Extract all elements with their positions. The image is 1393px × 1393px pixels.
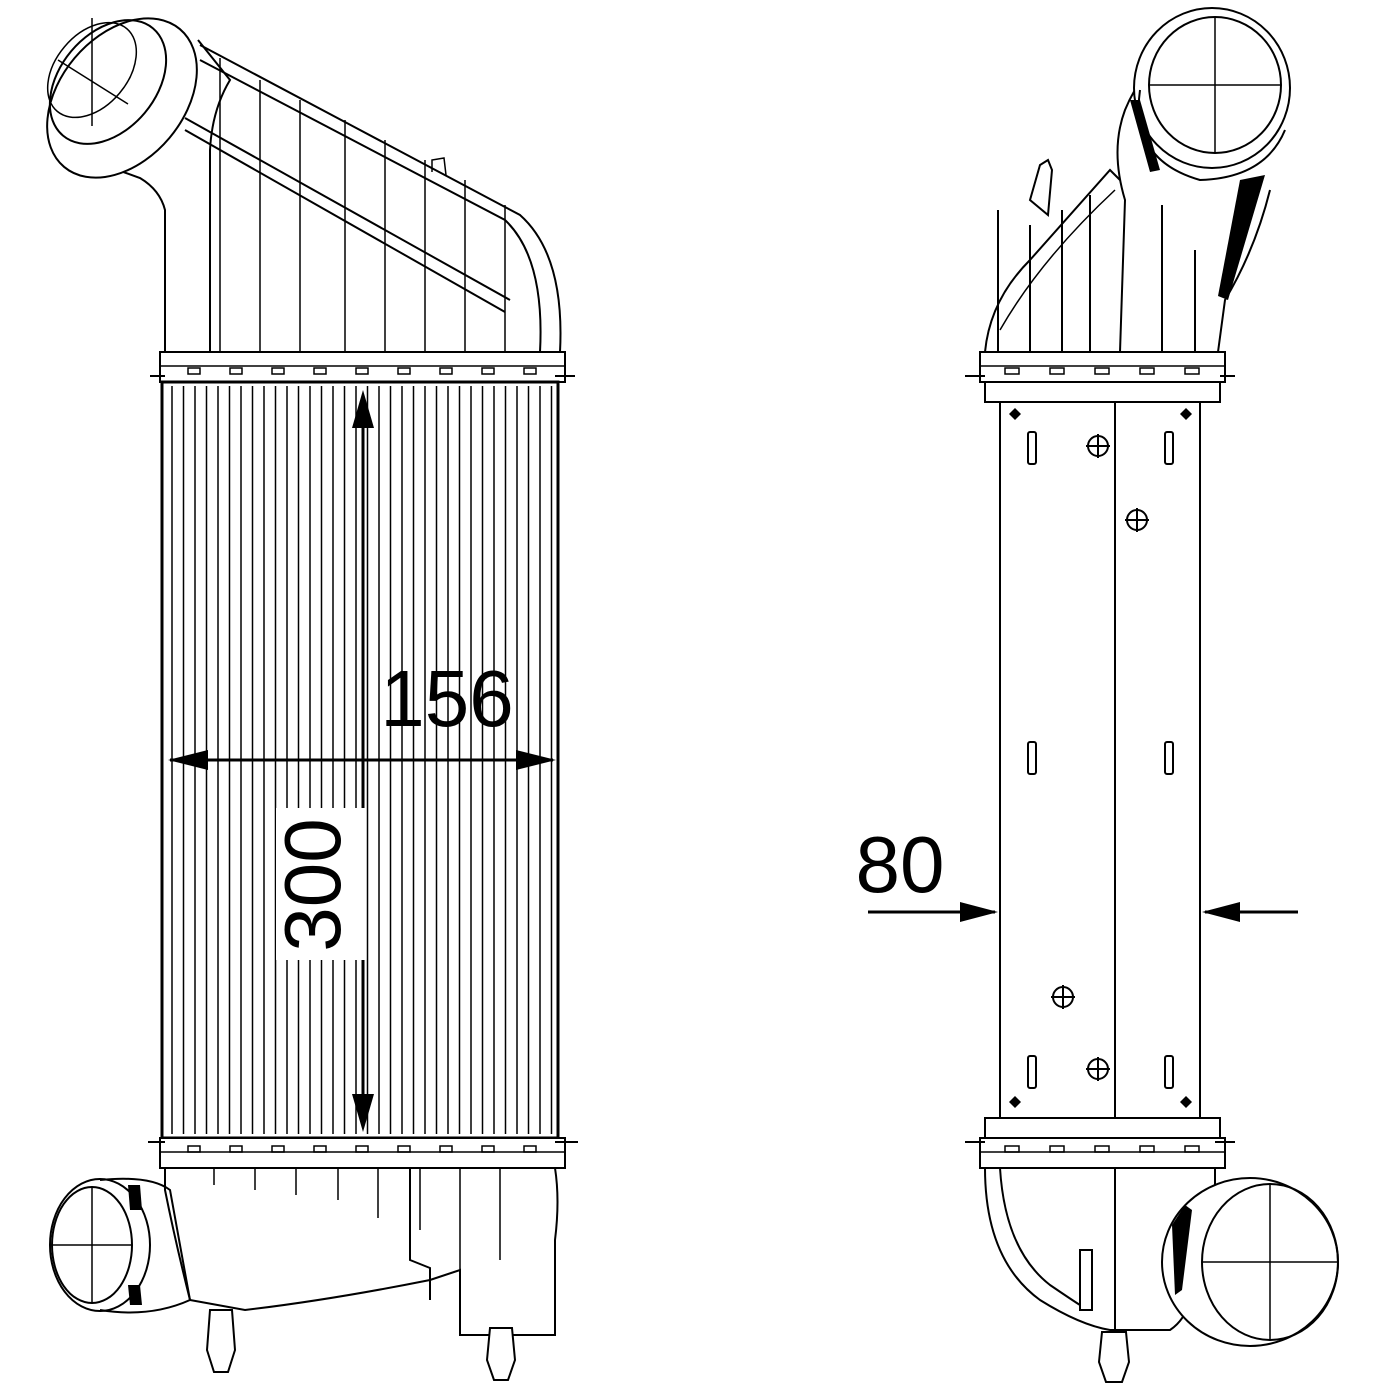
width-dimension bbox=[168, 750, 556, 770]
front-outlet-pipe bbox=[49, 1167, 559, 1381]
depth-dimension-label: 80 bbox=[856, 820, 945, 909]
front-top-flange bbox=[150, 351, 575, 383]
width-dimension-label: 156 bbox=[380, 654, 513, 743]
front-view bbox=[46, 17, 578, 1381]
side-bottom-flange bbox=[965, 1117, 1235, 1169]
front-inlet-pipe bbox=[46, 17, 562, 353]
side-outlet-pipe bbox=[984, 1167, 1339, 1383]
side-inlet-pipe bbox=[984, 7, 1291, 353]
height-dimension-label: 300 bbox=[268, 818, 357, 951]
depth-dimension bbox=[868, 902, 1298, 922]
side-top-flange bbox=[965, 351, 1235, 403]
side-view bbox=[868, 7, 1339, 1383]
front-bottom-flange bbox=[148, 1137, 578, 1169]
side-core bbox=[999, 401, 1201, 1119]
